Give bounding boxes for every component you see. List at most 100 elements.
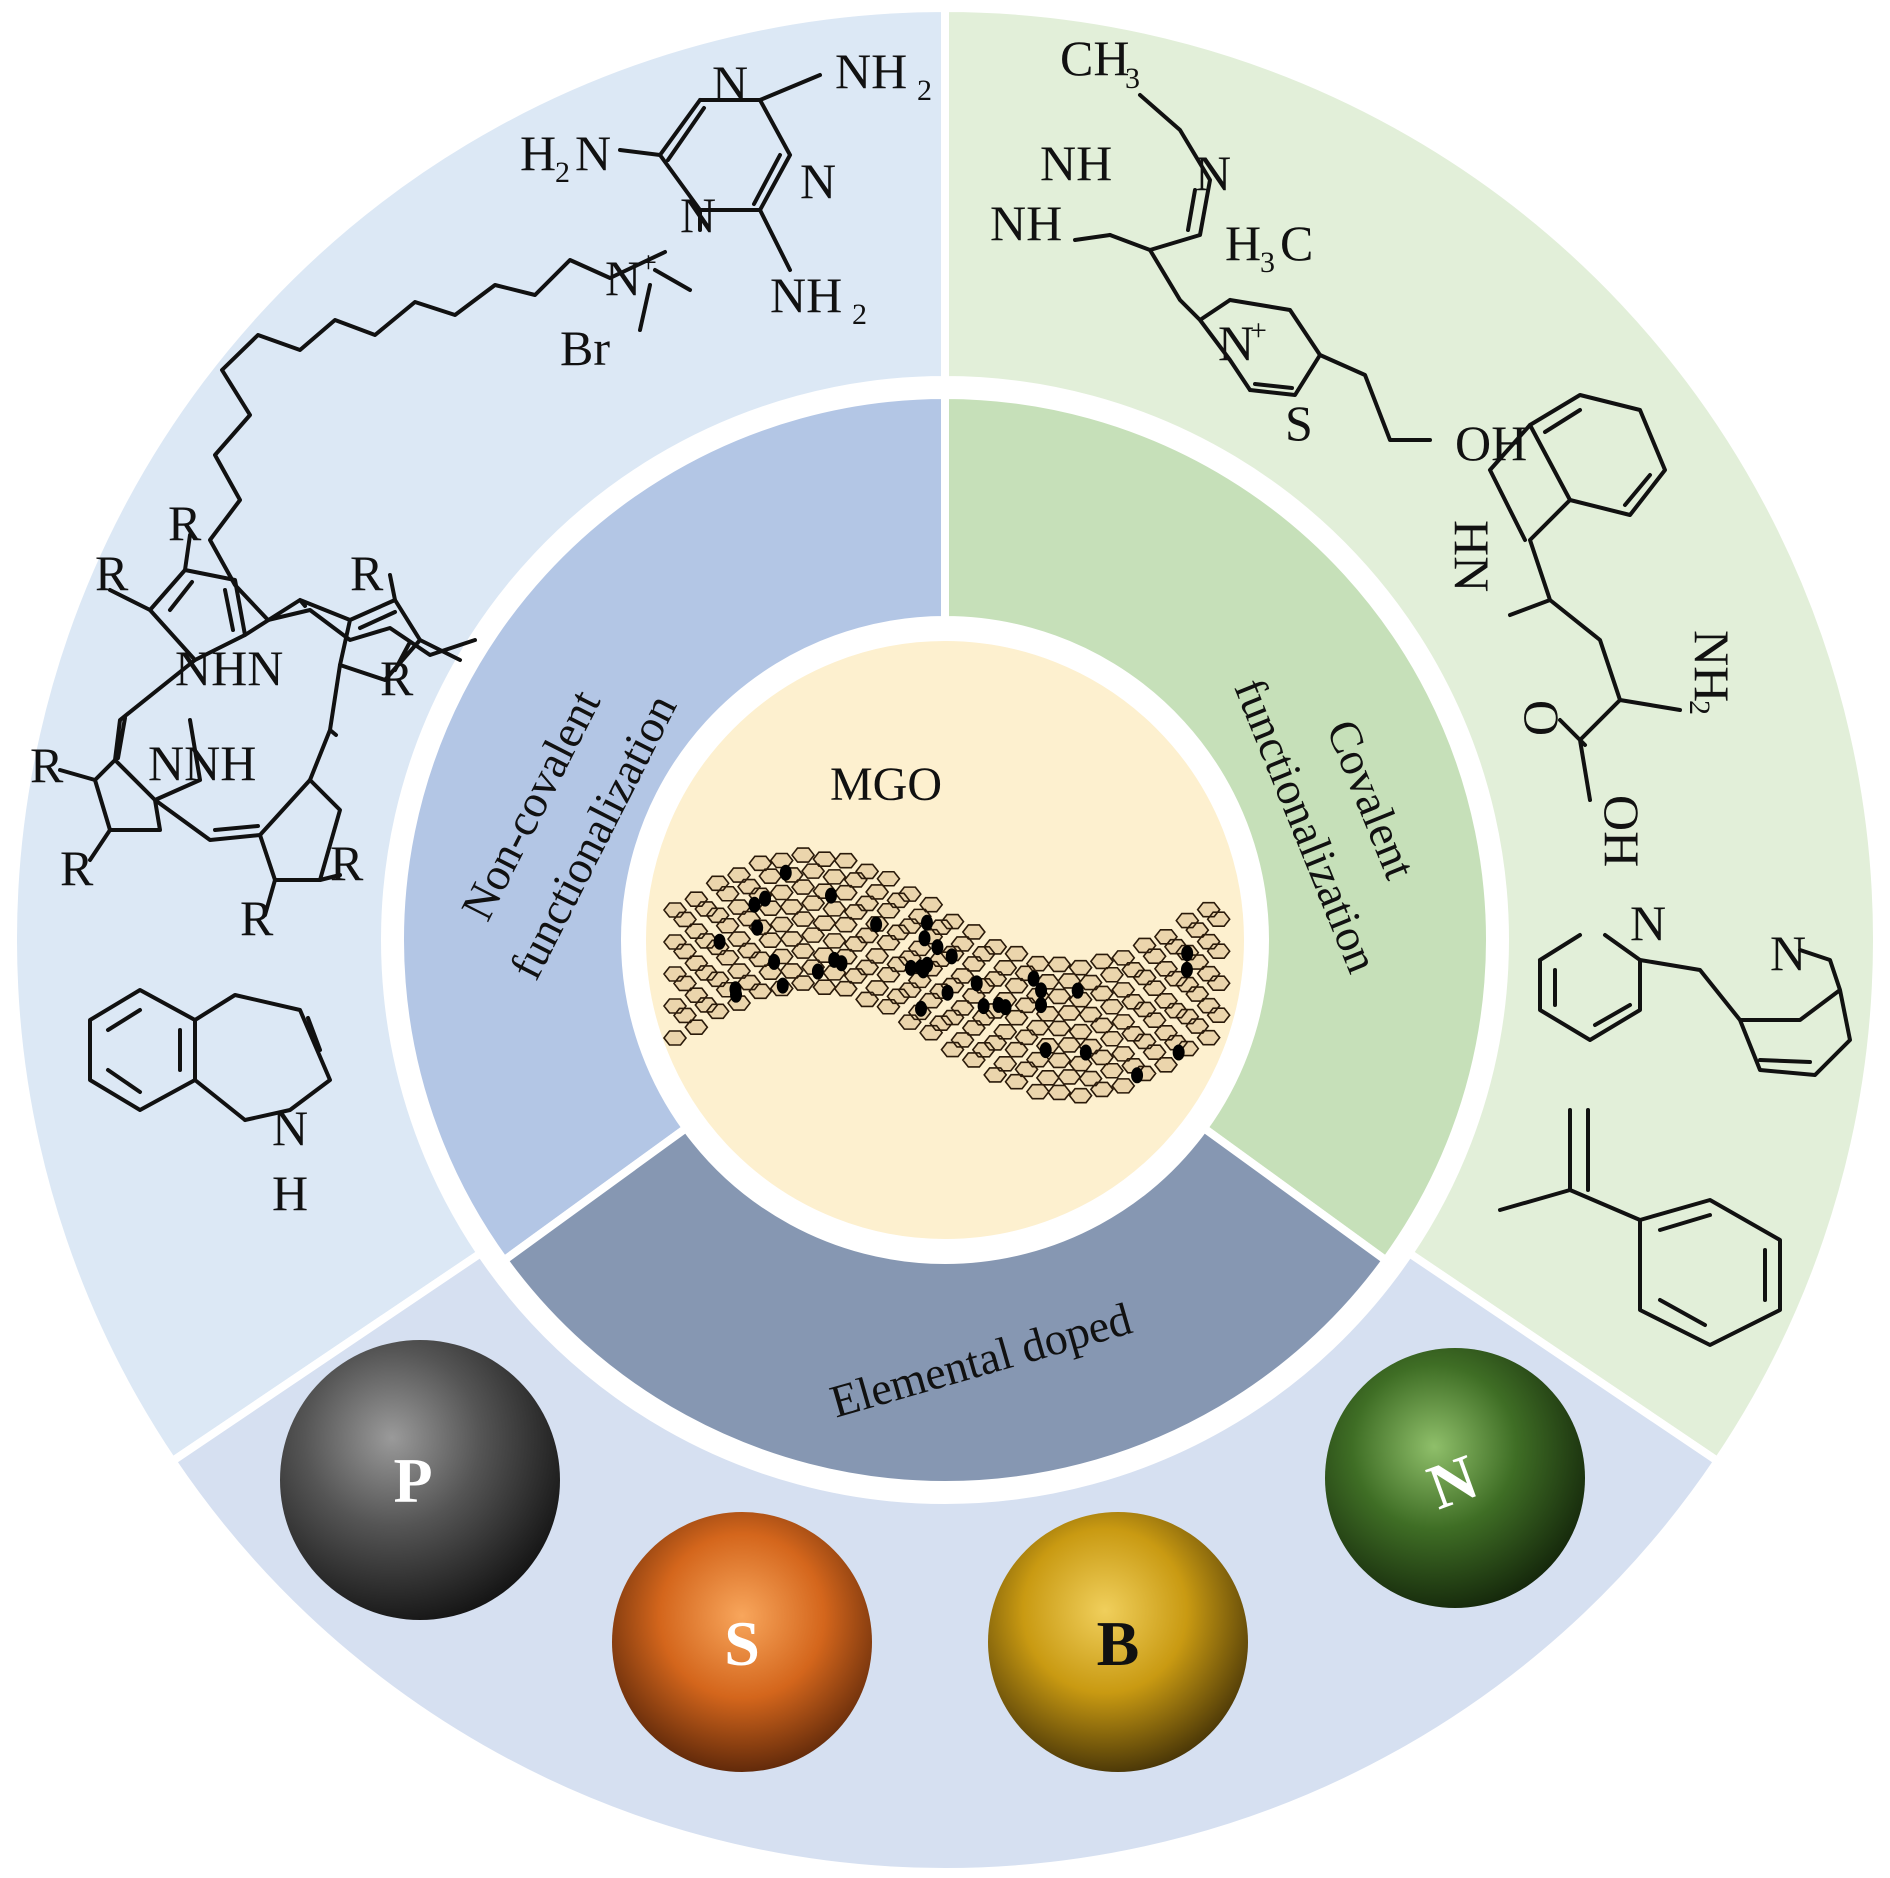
dopant-dot (1180, 961, 1193, 978)
label-indole-n: N (272, 1100, 308, 1156)
ball-s-label: S (724, 1608, 760, 1679)
molecule-thiamine: CH 3 NH N NH H 3 C N + S OH (990, 30, 1527, 471)
dopant-dot (977, 998, 990, 1015)
dopant-dot (751, 919, 764, 936)
dopant-dot (776, 977, 789, 994)
molecule-bipyridine: N N (1538, 895, 1852, 1077)
label-bipyridine-n1: N (1630, 895, 1666, 951)
label-porphyrin-r7: R (330, 835, 364, 891)
dopant-dot (915, 1000, 928, 1017)
dopant-dot (921, 956, 934, 973)
dopant-dot (1172, 1044, 1185, 1061)
dopant-dot (945, 948, 958, 965)
label-porphyrin-r5: R (30, 737, 64, 793)
inner-segment-covalent (941, 390, 1494, 1266)
dopant-dot (1071, 982, 1084, 999)
center-label: MGO (830, 758, 942, 811)
ball-b-label: B (1097, 1608, 1140, 1679)
dopant-dot (811, 963, 824, 980)
label-thiamine-n: N (1195, 145, 1231, 201)
label-porphyrin-r2: R (95, 545, 129, 601)
dopant-dot (941, 984, 954, 1001)
ball-p-label: P (393, 1445, 432, 1516)
label-thiamine-h3c-sub: 3 (1260, 246, 1275, 279)
inner-segment-elemental (498, 1122, 1392, 1489)
dopant-dot (824, 887, 837, 904)
dopant-dot (1079, 1044, 1092, 1061)
molecule-indole: N H (88, 988, 332, 1221)
label-porphyrin-r8: R (240, 890, 274, 946)
label-melamine-nplus: N (605, 250, 641, 306)
label-porphyrin-nhn: NHN (175, 640, 283, 696)
dopant-dot (730, 986, 743, 1003)
label-melamine-nh2a: NH (835, 43, 907, 99)
label-tryptophan-o: O (1514, 700, 1570, 736)
dopant-dot (904, 959, 917, 976)
molecule-porphyrin: R R R R R R R R NHN NNH (30, 495, 462, 946)
molecule-tryptophan: HN NH 2 O OH (1444, 393, 1740, 867)
label-melamine-nh2a-sub: 2 (917, 74, 932, 107)
label-melamine-h2n-sub: 2 (555, 156, 570, 189)
label-porphyrin-nnh: NNH (148, 735, 256, 791)
label-thiamine-nplus: N (1218, 315, 1254, 371)
label-melamine-n1: N (712, 55, 748, 111)
label-porphyrin-r4: R (380, 650, 414, 706)
label-melamine-n2: N (800, 153, 836, 209)
inner-segment-non-covalent (396, 390, 949, 1266)
label-thiamine-nh2: NH (990, 195, 1062, 251)
outer-segment-elemental (166, 1247, 1724, 1876)
label-tryptophan-oh: OH (1594, 795, 1650, 867)
label-thiamine-h3c-c: C (1280, 215, 1313, 271)
dopant-dot (713, 933, 726, 950)
label-melamine-h2n-n: N (575, 125, 611, 181)
label-melamine-nh2b: NH (770, 267, 842, 323)
dopant-dot (870, 916, 883, 933)
dopant-dot (759, 890, 772, 907)
molecule-melamine-surfactant: NH 2 N H 2 N N N NH 2 N + Br (208, 43, 932, 657)
center-disc (628, 623, 1262, 1257)
outer-segment-non-covalent (9, 3, 949, 1467)
dopant-dot (1131, 1067, 1144, 1084)
outer-segment-covalent (941, 3, 1881, 1467)
graphene-sheet-icon (662, 847, 1231, 1104)
dopant-dot (1181, 945, 1194, 962)
label-thiamine-nh: NH (1040, 135, 1112, 191)
dopant-dot (970, 975, 983, 992)
label-indole-h: H (272, 1165, 308, 1221)
label-melamine-nplus-sup: + (640, 246, 657, 279)
label-porphyrin-r3: R (350, 545, 384, 601)
dopant-dot (779, 864, 792, 881)
dopant-dot (931, 939, 944, 956)
dopant-dot (1039, 1042, 1052, 1059)
ball-n-sphere (1325, 1348, 1585, 1608)
dopant-dot (918, 930, 931, 947)
label-melamine-nh2b-sub: 2 (852, 298, 867, 331)
dopant-dot (1027, 970, 1040, 987)
label-melamine-h2n: H (520, 125, 556, 181)
label-thiamine-ch3: CH (1060, 30, 1129, 86)
element-ball-p: P (280, 1340, 560, 1620)
label-thiamine-ch3-sub: 3 (1125, 62, 1140, 95)
ball-b-sphere (988, 1512, 1248, 1772)
label-thiamine-nplus-sup: + (1250, 314, 1267, 347)
label-thiamine-h3c: H (1225, 215, 1261, 271)
ball-s-sphere (612, 1512, 872, 1772)
molecule-methylstyrene (1498, 1108, 1782, 1347)
ball-p-sphere (280, 1340, 560, 1620)
dopant-dot (768, 953, 781, 970)
label-porphyrin-r6: R (60, 840, 94, 896)
label-tryptophan-hn: HN (1444, 520, 1500, 592)
dopant-dot (999, 999, 1012, 1016)
dopant-dot (1035, 997, 1048, 1014)
label-melamine-n3: N (680, 187, 716, 243)
graphene-mesh (662, 847, 1231, 1104)
label-tryptophan-nh2: NH (1684, 630, 1740, 702)
dopant-dot (1035, 982, 1048, 999)
element-ball-n: N (1325, 1348, 1585, 1608)
dopant-dot (920, 914, 933, 931)
label-melamine-br: Br (560, 320, 610, 376)
label-porphyrin-r1: R (168, 495, 202, 551)
label-thiamine-s: S (1285, 395, 1313, 451)
